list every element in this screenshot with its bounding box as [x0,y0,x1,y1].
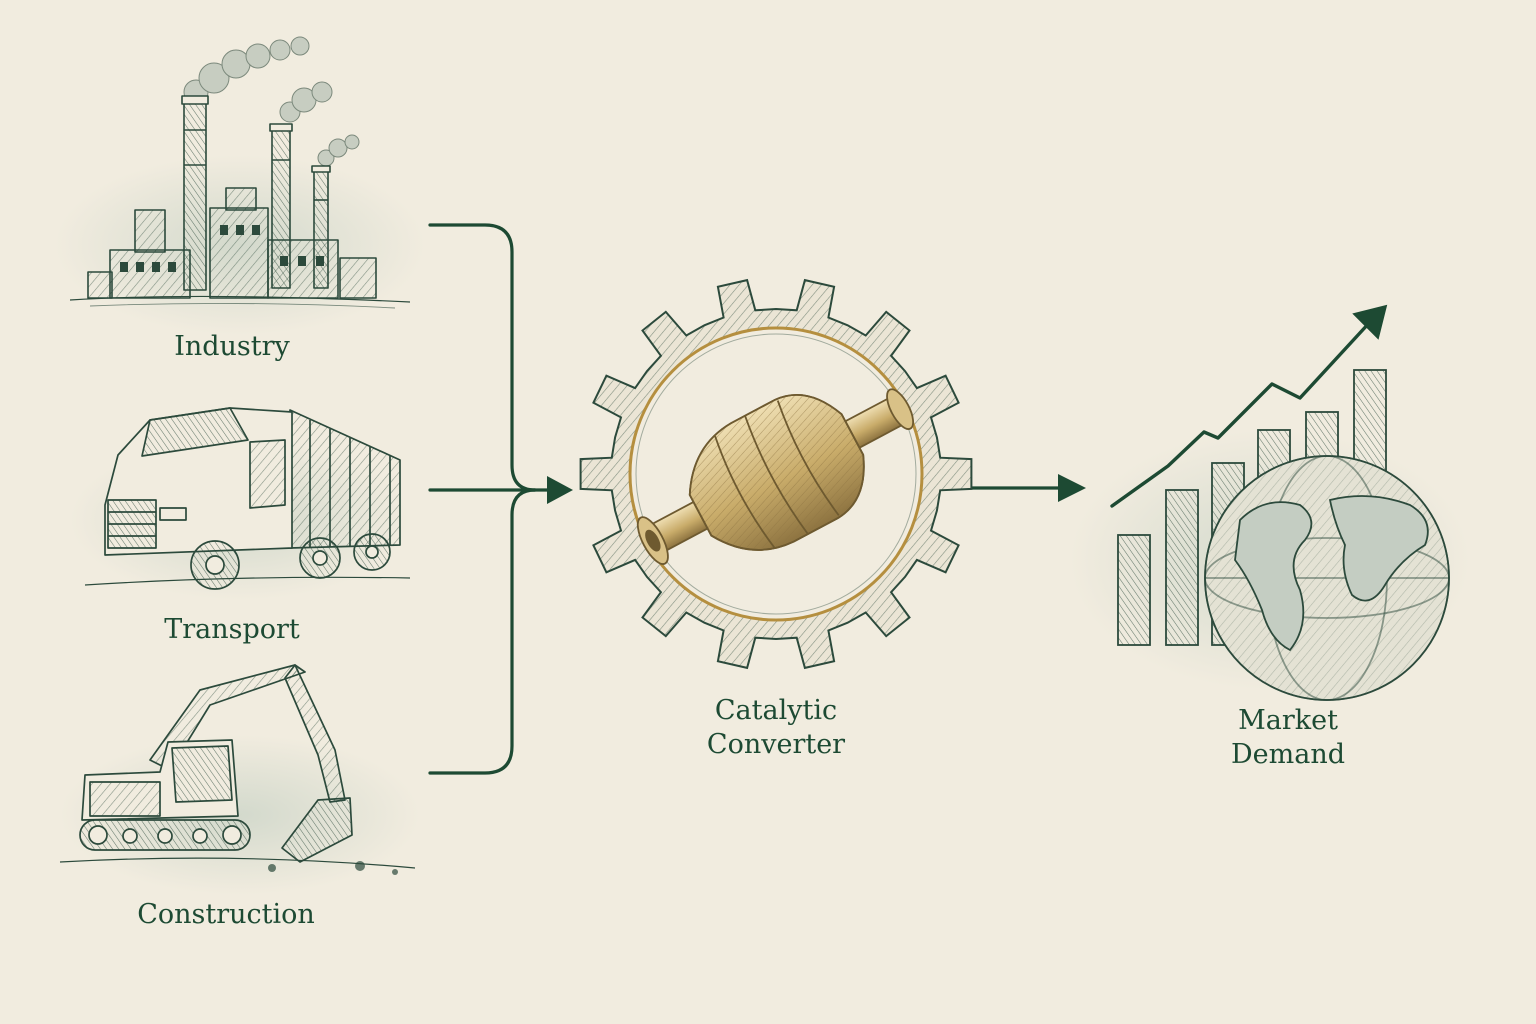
output-label: Market Demand [1231,704,1345,772]
center-label: Catalytic Converter [707,694,845,762]
excavator-icon [60,665,420,895]
output-label-line1: Market [1231,704,1345,738]
demand-bar-1 [1118,535,1150,645]
truck-icon [70,408,410,600]
rising-chart-globe-icon [1070,306,1470,700]
catalytic-converter-gear-icon [581,280,972,668]
output-label-line2: Demand [1231,738,1345,772]
input-arrowhead [547,476,573,504]
output-arrow [972,474,1086,502]
demand-bar-2 [1166,490,1198,645]
factory-icon [55,37,425,335]
merge-bracket [430,225,555,773]
center-label-line1: Catalytic [707,694,845,728]
source-label-transport: Transport [164,613,300,647]
source-label-construction: Construction [137,898,315,932]
center-label-line2: Converter [707,728,845,762]
source-label-industry: Industry [174,330,290,364]
